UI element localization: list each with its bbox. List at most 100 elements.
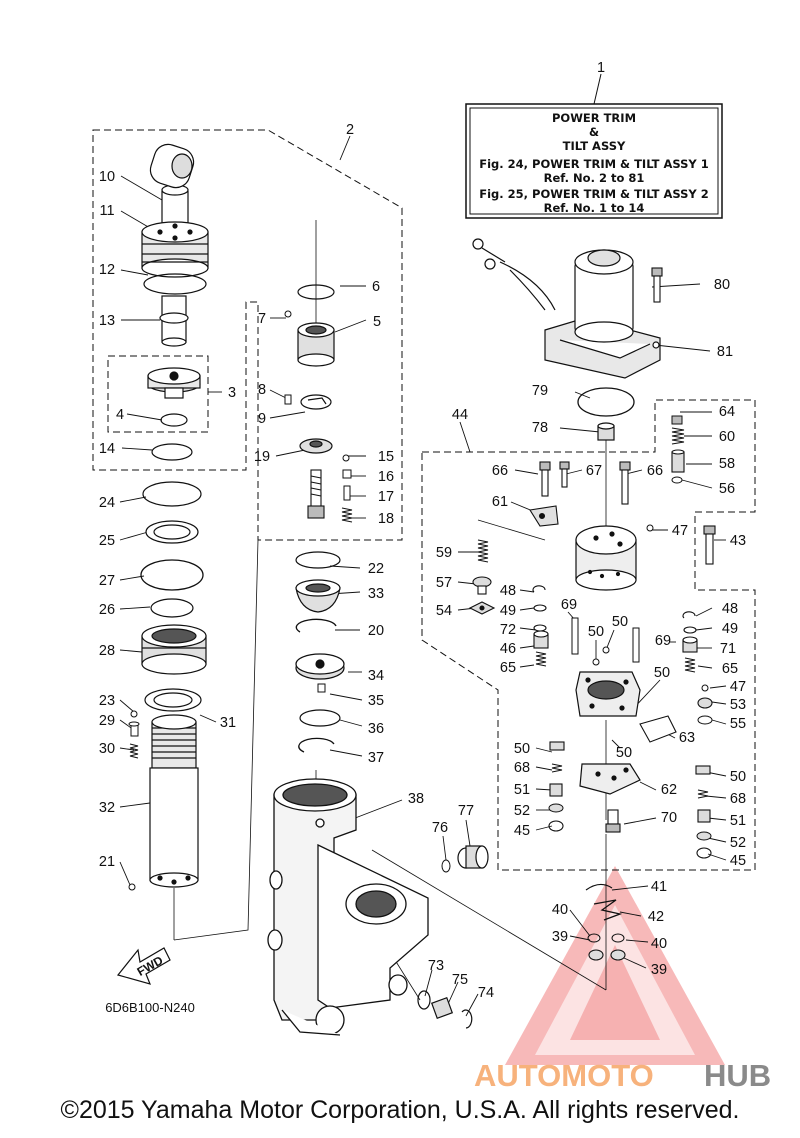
callout-label: 50 bbox=[730, 769, 746, 785]
part-75-plug bbox=[430, 996, 454, 1020]
assy-44-outline bbox=[421, 399, 756, 871]
part-57-valve bbox=[472, 576, 492, 595]
part-52-ring-b bbox=[696, 831, 712, 841]
part-40-ring-b bbox=[611, 933, 625, 943]
part-50-ball-top-b bbox=[602, 646, 610, 654]
part-80-bolt bbox=[651, 267, 663, 303]
callout-label: 32 bbox=[99, 800, 115, 816]
callout-label: 11 bbox=[99, 203, 114, 219]
callout-label: 69 bbox=[561, 597, 577, 613]
callout-label: 45 bbox=[730, 853, 746, 869]
callout-labels: 1 2 3 4 5 6 7 8 9 10 11 12 13 14 15 16 1… bbox=[99, 60, 746, 1001]
part-43-bolt bbox=[703, 525, 716, 565]
callout-label: 50 bbox=[514, 741, 530, 757]
callout-label: 71 bbox=[720, 641, 736, 657]
callout-label: 18 bbox=[378, 511, 394, 527]
part-66-bolt-a bbox=[539, 461, 551, 497]
callout-label: 51 bbox=[514, 782, 530, 798]
part-49-ring-a bbox=[533, 604, 547, 612]
part-25-backup-ring bbox=[145, 520, 199, 544]
part-8-pin bbox=[284, 394, 292, 405]
part-78-coupling bbox=[597, 422, 615, 441]
part-19-bolt bbox=[307, 469, 325, 519]
part-44-pump-body bbox=[575, 525, 637, 591]
part-68-spring-a bbox=[551, 763, 563, 773]
callout-label: 79 bbox=[532, 383, 548, 399]
part-69-pin-b bbox=[632, 627, 640, 663]
title-line-6: Fig. 25, POWER TRIM & TILT ASSY 2 bbox=[479, 187, 709, 201]
callout-label: 29 bbox=[99, 713, 115, 729]
part-31-ring bbox=[144, 688, 202, 712]
callout-label: 44 bbox=[452, 407, 468, 423]
callout-label: 52 bbox=[514, 803, 530, 819]
callout-label: 47 bbox=[672, 523, 688, 539]
part-72-ring bbox=[533, 624, 547, 632]
callout-label: 55 bbox=[730, 716, 746, 732]
part-26-o-ring bbox=[150, 598, 194, 618]
callout-label: 54 bbox=[436, 603, 452, 619]
part-23-ball bbox=[130, 710, 138, 718]
callout-label: 4 bbox=[116, 407, 124, 423]
part-50-side-a bbox=[549, 741, 565, 751]
part-7-ball bbox=[284, 310, 292, 318]
callout-label: 9 bbox=[258, 411, 266, 427]
axis-lines bbox=[173, 220, 607, 1001]
part-51-piston-b bbox=[697, 809, 711, 823]
group-outlines bbox=[92, 129, 756, 871]
part-21-ball bbox=[128, 883, 136, 891]
callout-label: 33 bbox=[368, 586, 384, 602]
part-77-plug bbox=[457, 845, 489, 869]
part-59-spring bbox=[477, 539, 489, 563]
title-line-1: POWER TRIM bbox=[552, 111, 636, 125]
part-14-o-ring bbox=[151, 443, 193, 461]
part-58-valve bbox=[671, 449, 685, 473]
part-30-spring bbox=[129, 743, 139, 759]
part-3-valve bbox=[147, 367, 201, 399]
callout-label: 78 bbox=[532, 420, 548, 436]
callout-label: 57 bbox=[436, 575, 452, 591]
callout-label: 64 bbox=[719, 404, 735, 420]
callout-label: 50 bbox=[588, 624, 604, 640]
part-68-spring-b bbox=[697, 789, 709, 799]
callout-label: 16 bbox=[378, 469, 394, 485]
callout-label: 47 bbox=[730, 679, 746, 695]
part-56-ring bbox=[671, 476, 683, 484]
callout-label: 28 bbox=[99, 643, 115, 659]
title-line-3: TILT ASSY bbox=[563, 139, 626, 153]
part-45-o-ring-a bbox=[548, 820, 564, 832]
part-20-snap-ring bbox=[295, 618, 337, 633]
part-46-piston bbox=[533, 630, 549, 649]
part-12-o-ring bbox=[143, 273, 207, 295]
callout-label: 3 bbox=[228, 385, 236, 401]
part-29-pin bbox=[128, 721, 140, 737]
callout-label: 14 bbox=[99, 441, 115, 457]
callout-label: 66 bbox=[647, 463, 663, 479]
part-13-rod bbox=[159, 295, 189, 347]
part-63-plate bbox=[639, 715, 677, 743]
callout-label: 80 bbox=[714, 277, 730, 293]
callout-label: 34 bbox=[368, 668, 384, 684]
part-49-ring-b bbox=[683, 626, 697, 634]
callout-label: 42 bbox=[648, 909, 664, 925]
part-22-o-ring bbox=[295, 551, 341, 569]
part-17-pin bbox=[343, 485, 351, 501]
part-33-valve-seat bbox=[295, 579, 341, 613]
callout-label: 30 bbox=[99, 741, 115, 757]
title-line-5: Ref. No. 2 to 81 bbox=[544, 171, 645, 185]
callout-label: 21 bbox=[99, 854, 115, 870]
watermark-triangle-core bbox=[570, 945, 660, 1040]
watermark-text: AUTOMOTO HUB bbox=[474, 1058, 771, 1093]
callout-label: 46 bbox=[500, 641, 516, 657]
callout-label: 48 bbox=[722, 601, 738, 617]
callout-label: 61 bbox=[492, 494, 508, 510]
part-48-clip-a bbox=[532, 585, 546, 593]
callout-label: 58 bbox=[719, 456, 735, 472]
part-67-bolt bbox=[559, 461, 570, 488]
part-37-snap-ring bbox=[298, 737, 335, 753]
callout-label: 74 bbox=[478, 985, 494, 1001]
part-35-pin bbox=[317, 683, 326, 693]
callout-label: 81 bbox=[717, 344, 733, 360]
part-70-bolt bbox=[605, 809, 621, 833]
part-41-clip bbox=[585, 883, 613, 891]
